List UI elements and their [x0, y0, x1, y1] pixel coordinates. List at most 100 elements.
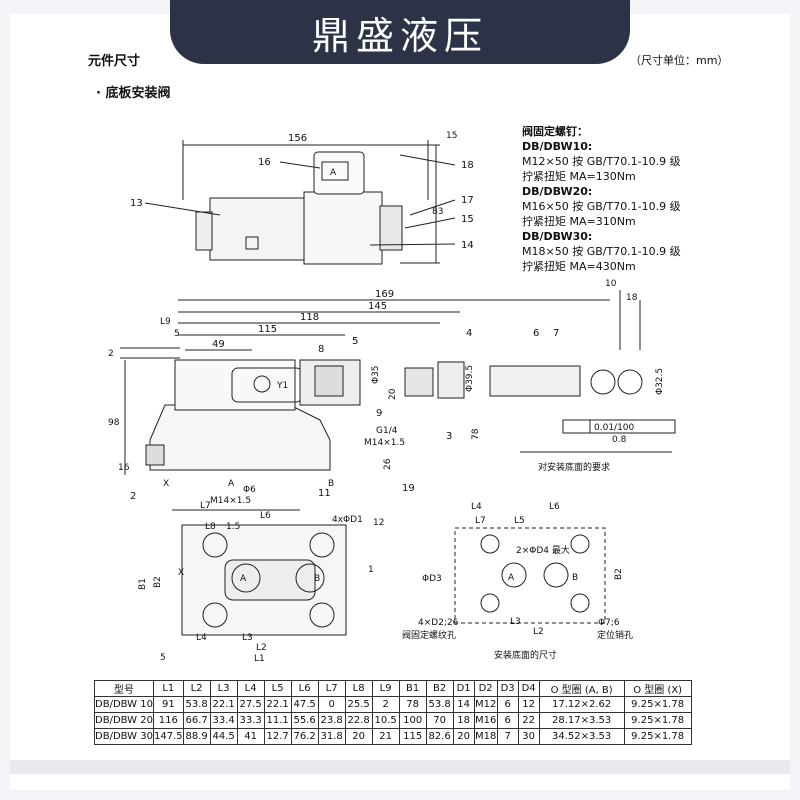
dim-phi35: Φ35	[371, 365, 381, 384]
dim-phi6: Φ6	[243, 485, 256, 495]
base-caption: 安装底面的尺寸	[494, 649, 557, 661]
dim-l9: L9	[160, 317, 171, 327]
table-cell: 9.25×1.78	[623, 696, 692, 713]
label-b: B	[572, 573, 578, 583]
unit-note: （尺寸单位：mm）	[630, 54, 729, 67]
dim-10: 10	[605, 279, 617, 289]
document-sheet	[10, 14, 790, 790]
dim-16: 16	[118, 463, 130, 473]
notes-torque: 拧紧扭矩 MA=130Nm	[522, 170, 636, 183]
plan-view: L7 L8 1.5 L6 4xΦD1 12 1 B1 B2 X A B L4 L…	[138, 501, 384, 664]
table-cell: 2	[371, 696, 400, 713]
table-header: D4	[517, 680, 540, 697]
table-header: L5	[263, 680, 292, 697]
callout-16: 16	[258, 157, 271, 168]
label-a: A	[240, 574, 247, 584]
section-title: 元件尺寸	[88, 54, 141, 69]
table-header: D2	[473, 680, 498, 697]
table-cell: 6	[496, 712, 519, 729]
label-a: A	[228, 479, 235, 489]
table-cell: 44.5	[209, 728, 238, 745]
base-l2: L2	[533, 627, 544, 637]
callout-18: 18	[461, 160, 474, 171]
bottom-strip	[10, 760, 790, 774]
roughness-value: 0.8	[612, 435, 627, 445]
callout-3: 3	[446, 431, 452, 442]
table-header: O 型圈 (X)	[623, 680, 692, 697]
table-cell: 76.2	[290, 728, 319, 745]
table-cell: M18	[473, 728, 498, 745]
dim-b1: B1	[138, 578, 148, 590]
table-header: L3	[209, 680, 238, 697]
table-cell: 33.3	[236, 712, 265, 729]
callout-1: 1	[368, 565, 374, 575]
table-cell: 22.8	[344, 712, 373, 729]
label-b: B	[314, 574, 320, 584]
table-header: L4	[236, 680, 265, 697]
notes-torque: 拧紧扭矩 MA=310Nm	[522, 215, 636, 228]
table-cell: 53.8	[425, 696, 454, 713]
table-header: L7	[317, 680, 346, 697]
dim-phi32-5: Φ32.5	[655, 368, 665, 395]
base-l5: L5	[514, 516, 525, 526]
notes-spec: M18×50 按 GB/T70.1-10.9 级	[522, 245, 681, 258]
tolerance-caption: 对安装底面的要求	[538, 461, 610, 473]
table-cell: 17.12×2.62	[538, 696, 625, 713]
table-cell: 10.5	[371, 712, 400, 729]
base-d3: ΦD3	[422, 574, 442, 584]
label-m14-top: M14×1.5	[364, 438, 405, 448]
table-cell: 9.25×1.78	[623, 712, 692, 729]
notes-spec: M12×50 按 GB/T70.1-10.9 级	[522, 155, 681, 168]
screw-notes: 阀固定螺钉： DB/DBW10: M12×50 按 GB/T70.1-10.9 …	[522, 124, 681, 274]
callout-9: 9	[376, 408, 382, 419]
table-cell: 25.5	[344, 696, 373, 713]
notes-model: DB/DBW10:	[522, 140, 593, 153]
table-cell: DB/DBW 10	[94, 696, 154, 713]
side-view: 169 145 118 115 49 L9 5 2 98 16 Y1	[108, 279, 665, 506]
tolerance-block: 0.01/100 0.8 对安装底面的要求	[520, 419, 676, 473]
table-cell: 116	[153, 712, 184, 729]
dim-l6: L6	[260, 511, 271, 521]
dim-5: 5	[160, 653, 166, 663]
notes-spec: M16×50 按 GB/T70.1-10.9 级	[522, 200, 681, 213]
notes-title: 阀固定螺钉：	[522, 125, 588, 138]
table-cell: 31.8	[317, 728, 346, 745]
dim-145: 145	[368, 301, 387, 312]
table-cell: 55.6	[290, 712, 319, 729]
table-cell: 7	[496, 728, 519, 745]
dim-20: 20	[388, 388, 398, 400]
dim-78: 78	[471, 428, 481, 440]
table-header: L9	[371, 680, 400, 697]
table-header: D1	[452, 680, 475, 697]
callout-17: 17	[461, 195, 474, 206]
table-cell: 11.1	[263, 712, 292, 729]
dim-118: 118	[300, 312, 319, 323]
callout-13: 13	[130, 198, 143, 209]
dim-l4: L4	[196, 633, 207, 643]
callout-4: 4	[466, 328, 472, 339]
table-cell: 21	[371, 728, 400, 745]
table-cell: 41	[236, 728, 265, 745]
table-cell: 147.5	[153, 728, 184, 745]
notes-model: DB/DBW30:	[522, 230, 593, 243]
table-header: O 型圈 (A, B)	[538, 680, 625, 697]
callout-8: 8	[318, 344, 324, 355]
table-cell: M12	[473, 696, 498, 713]
label-a: A	[330, 168, 337, 178]
table-cell: 28.17×3.53	[538, 712, 625, 729]
dim-1-5: 1.5	[226, 522, 240, 532]
label-x: X	[163, 479, 169, 489]
table-cell: 33.4	[209, 712, 238, 729]
base-l7: L7	[475, 516, 486, 526]
base-l6: L6	[549, 502, 560, 512]
notes-model: DB/DBW20:	[522, 185, 593, 198]
label-m14-bottom: M14×1.5	[210, 496, 251, 506]
dim-49: 49	[212, 339, 225, 350]
dim-18: 18	[626, 293, 638, 303]
table-cell: 12.7	[263, 728, 292, 745]
callout-7: 7	[553, 328, 559, 339]
table-cell: 27.5	[236, 696, 265, 713]
table-cell: 100	[398, 712, 427, 729]
